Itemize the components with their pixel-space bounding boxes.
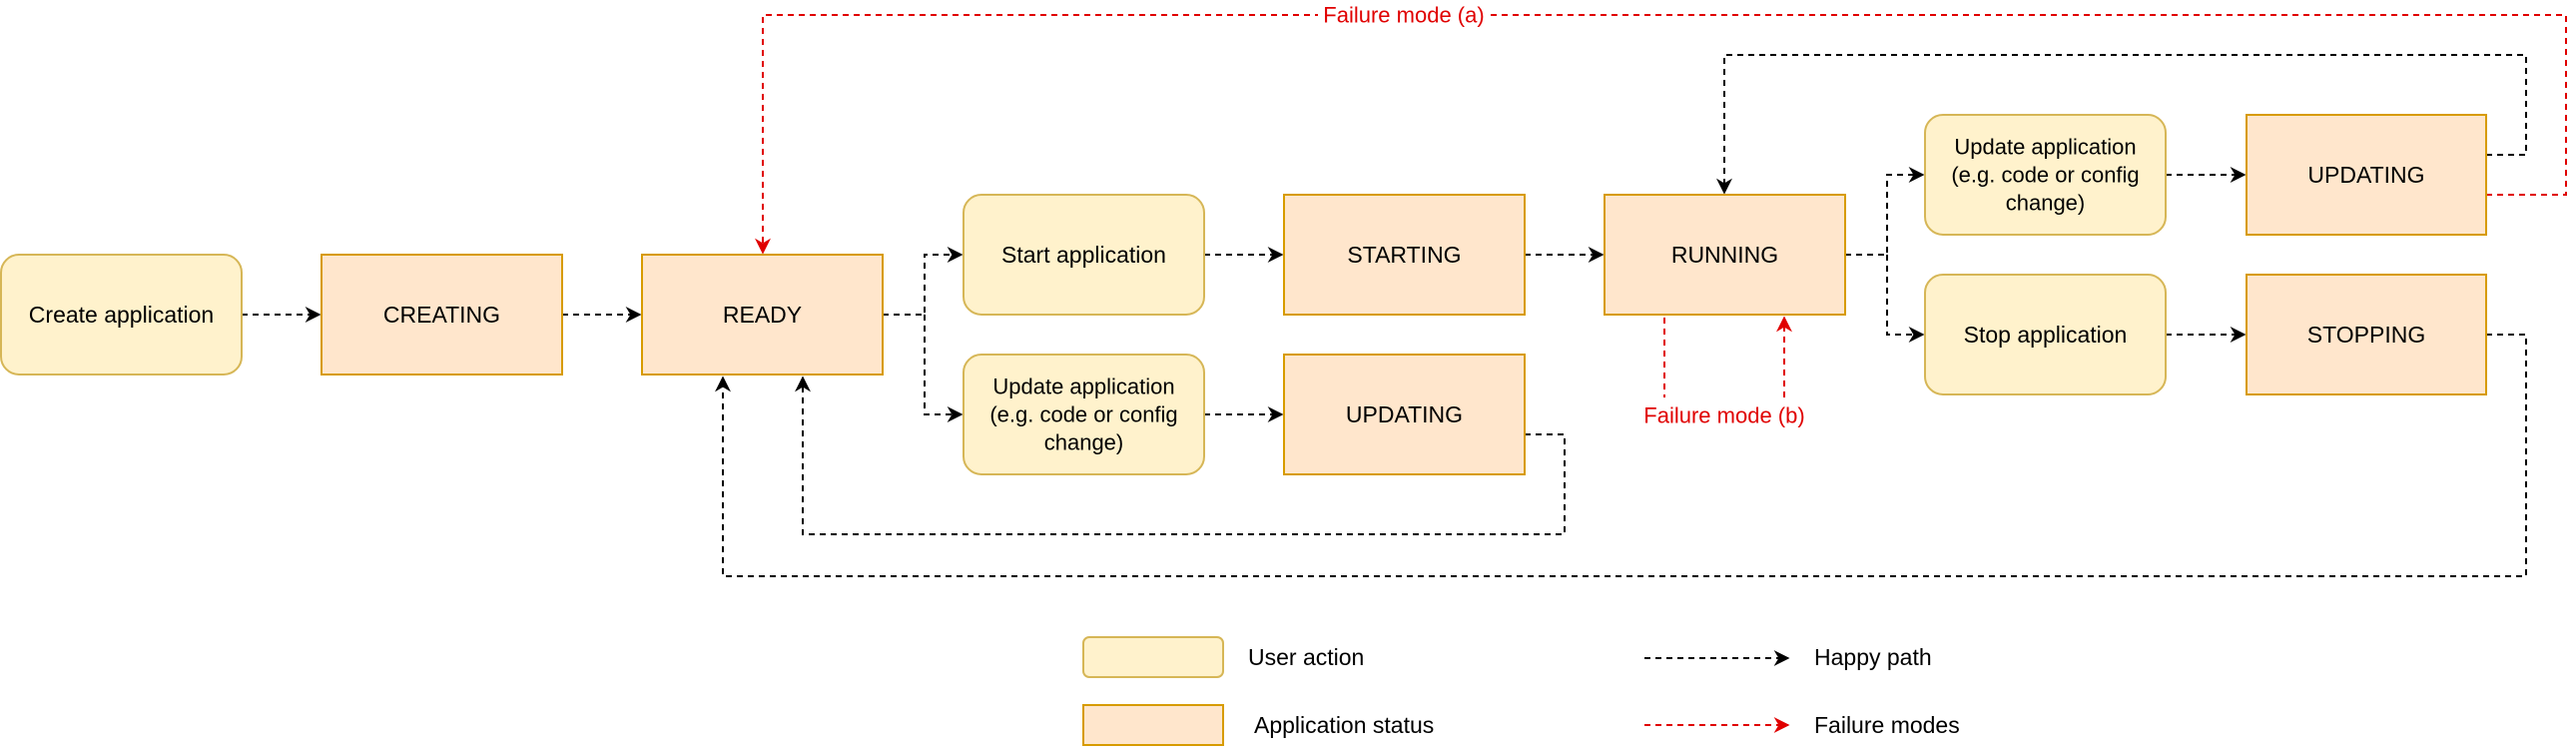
create-application-action: Create application [0,254,243,376]
edge-updating2-back-to-running [1716,54,2527,195]
stop-application-action: Stop application [1924,274,2167,395]
node-label-line: Create application [29,302,214,328]
node-label: Stop application [1964,322,2128,348]
application-status-box [1283,354,1526,475]
legend-failure-modes-label: Failure modes [1814,712,1960,738]
failure-mode-a-label-bg [1318,2,1490,28]
legend-user-action-label: User action [1248,644,1364,670]
node-label: RUNNING [1671,242,1778,268]
application-status-box [2246,114,2487,236]
legend-application-status-label: Application status [1254,712,1434,738]
failure-labels: Failure mode (a) Failure mode (b) [1318,2,1805,428]
node-label: Start application [1001,242,1166,268]
legend: User action Application status Happy pat… [1082,636,1960,746]
node-label: STARTING [1347,242,1461,268]
user-action-box [1924,274,2167,395]
node-label-line: Update application [1954,134,2136,159]
application-status-box [641,254,884,376]
starting-status: STARTING [1283,194,1526,316]
node-label: Create application [29,302,214,328]
updating-status-1: UPDATING [1283,354,1526,475]
node-label-line: RUNNING [1671,242,1778,268]
user-action-box [1924,114,2167,236]
failure-connectors [755,14,2567,397]
node-label-line: UPDATING [1346,401,1463,427]
edge-running-to-stop [1886,255,1925,343]
legend-failure-modes: Failure modes [1644,712,1960,738]
edge-ready-to-update [924,315,964,422]
creating-status: CREATING [321,254,563,376]
edge-running-to-update2 [1845,167,1925,256]
node-label-line: STARTING [1347,242,1461,268]
edge-failure-mode-a [755,14,2567,255]
edge-stopping-back-to-ready [715,334,2527,577]
node-label-line: change) [2006,191,2086,216]
failure-mode-b-label: Failure mode (b) [1643,403,1804,428]
legend-user-action-swatch [1082,636,1224,678]
legend-application-status-swatch [1082,704,1224,746]
node-label: UPDATING [1346,401,1463,427]
running-status: RUNNING [1604,194,1846,316]
edge-updating1-back-to-ready [795,376,1566,535]
node-label: CREATING [383,302,500,328]
node-label-line: Update application [992,374,1174,398]
legend-application-status: Application status [1082,704,1434,746]
node-label-line: (e.g. code or config [989,402,1177,427]
node-label-line: READY [723,302,802,328]
edge-ready-to-start [883,247,964,316]
update-application-action-1: Update application (e.g. code or config ch… [963,354,1205,475]
legend-happy-path: Happy path [1644,644,1932,670]
application-status-box [321,254,563,376]
application-status-box [1283,194,1526,316]
node-label-line: (e.g. code or config [1951,163,2139,188]
user-action-box [963,194,1205,316]
node-label-line: change) [1044,430,1124,455]
legend-user-action: User action [1082,636,1364,678]
node-label-line: Stop application [1964,322,2128,348]
application-status-box [2246,274,2487,395]
user-action-box [0,254,243,376]
node-label: Update application (e.g. code or config ch… [1951,134,2139,215]
node-label: UPDATING [2307,162,2424,188]
node-label: READY [723,302,802,328]
failure-mode-a-label: Failure mode (a) [1323,3,1484,28]
stopping-status: STOPPING [2246,274,2487,395]
update-application-action-2: Update application (e.g. code or config ch… [1924,114,2167,236]
user-action-box [963,354,1205,475]
application-status-box [1604,194,1846,316]
node-label: STOPPING [2307,322,2425,348]
nodes: Create application CREATING READY Start … [0,114,2487,475]
updating-status-2: UPDATING [2246,114,2487,236]
node-label-line: UPDATING [2307,162,2424,188]
ready-status: READY [641,254,884,376]
node-label-line: CREATING [383,302,500,328]
start-application-action: Start application [963,194,1205,316]
legend-happy-path-label: Happy path [1814,644,1932,670]
node-label-line: STOPPING [2307,322,2425,348]
happy-path-connectors [242,54,2527,577]
node-label: Update application (e.g. code or config ch… [989,374,1177,454]
node-label-line: Start application [1001,242,1166,268]
